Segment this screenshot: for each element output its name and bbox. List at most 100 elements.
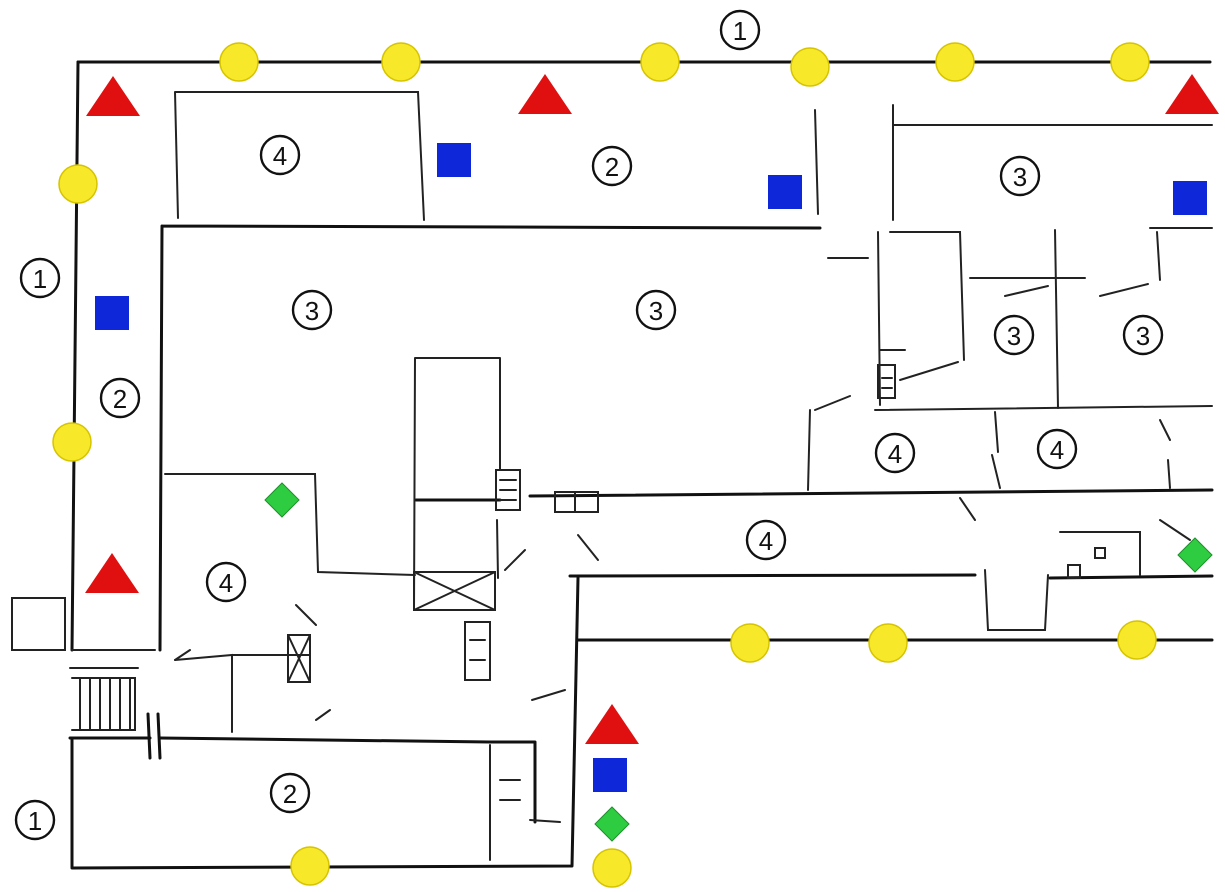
yellow-circle-icon (790, 47, 830, 87)
upper-right-room (889, 104, 1213, 361)
fixture-box-1 (495, 469, 521, 511)
right-small-rooms (1059, 519, 1191, 576)
zone-label-3: 3 (1122, 314, 1164, 356)
zone-label-circle (99, 377, 141, 419)
fixture-box-3 (464, 621, 491, 681)
zone-label-circle (993, 314, 1035, 356)
blue-square-icon (593, 758, 627, 792)
west-entry (11, 597, 156, 669)
zone-label-circle (19, 257, 61, 299)
zone-label-2: 2 (99, 377, 141, 419)
zone-label-4: 4 (874, 432, 916, 474)
zone-label-text: 4 (273, 141, 287, 171)
green-diamond-icon (594, 806, 630, 842)
zone-label-text: 3 (305, 296, 319, 326)
zone-label-1: 1 (14, 799, 56, 841)
yellow-circle-icon (381, 42, 421, 82)
zone-label-circle (14, 799, 56, 841)
red-triangle-icon (86, 76, 140, 116)
corridor-south-wall (568, 573, 1214, 580)
zone-label-text: 1 (733, 16, 747, 46)
yellow-circle-icon (290, 846, 330, 886)
zone-label-3: 3 (999, 155, 1041, 197)
zone-label-text: 3 (649, 296, 663, 326)
north-corridor-wall (158, 224, 822, 652)
zone-label-text: 4 (1050, 435, 1064, 465)
zone-label-4: 4 (205, 561, 247, 603)
red-triangle-icon (1165, 74, 1219, 114)
zone-label-text: 4 (759, 526, 773, 556)
green-diamond-icon (1177, 537, 1213, 573)
zone-label-text: 2 (605, 152, 619, 182)
zone-label-3: 3 (635, 289, 677, 331)
zone-label-4: 4 (1036, 428, 1078, 470)
zone-label-3: 3 (993, 314, 1035, 356)
left-room-divider (827, 231, 1213, 411)
red-triangle-icon (585, 704, 639, 744)
zone-label-circle (591, 145, 633, 187)
fixture-box-2 (554, 491, 599, 513)
top-partition (814, 109, 819, 215)
small-rooms (899, 229, 1161, 409)
green-diamond-icon (264, 482, 300, 518)
zone-label-circle (269, 772, 311, 814)
zone-label-text: 2 (283, 779, 297, 809)
zone-label-4: 4 (259, 134, 301, 176)
central-shaft (413, 357, 501, 611)
blue-square-icon (1173, 181, 1207, 215)
zone-label-1: 1 (719, 9, 761, 51)
zone-label-text: 1 (33, 264, 47, 294)
red-triangle-icon (518, 74, 572, 114)
zone-label-text: 4 (888, 439, 902, 469)
left-room-top (164, 473, 416, 576)
zone-label-text: 3 (1007, 321, 1021, 351)
zone-label-circle (205, 561, 247, 603)
zone-label-text: 3 (1013, 162, 1027, 192)
blue-square-icon (768, 175, 802, 209)
yellow-circle-icon (640, 42, 680, 82)
west-stairs (71, 677, 136, 731)
corridor-notch (959, 497, 1049, 631)
corridor-north-wall (414, 488, 1214, 502)
blue-square-icon (95, 296, 129, 330)
zone-label-3: 3 (291, 289, 333, 331)
stair-box (489, 744, 561, 861)
yellow-circle-icon (592, 848, 632, 888)
yellow-circle-icon (1117, 620, 1157, 660)
top-left-room-wall (174, 91, 425, 221)
south-room-top (158, 736, 537, 824)
zone-label-1: 1 (19, 257, 61, 299)
yellow-circle-icon (935, 42, 975, 82)
yellow-circle-icon (58, 164, 98, 204)
zone-label-text: 3 (1136, 321, 1150, 351)
zone-label-circle (745, 519, 787, 561)
door-swing-1 (174, 534, 599, 721)
zone-label-circle (1122, 314, 1164, 356)
zone-label-circle (259, 134, 301, 176)
zone-label-text: 4 (219, 568, 233, 598)
zone-label-circle (999, 155, 1041, 197)
left-room-lower (174, 634, 311, 733)
zone-labels: 1 1 1 2 2 2 3 3 3 3 3 4 4 4 4 4 (14, 9, 1164, 841)
zone4-row (807, 395, 1171, 491)
outer-wall-west (70, 60, 80, 652)
markers (52, 42, 1219, 888)
zone-label-circle (635, 289, 677, 331)
yellow-circle-icon (730, 623, 770, 663)
zone-label-2: 2 (269, 772, 311, 814)
yellow-circle-icon (868, 623, 908, 663)
fixture-box-4 (877, 349, 906, 399)
red-triangle-icon (85, 553, 139, 593)
zone-label-2: 2 (591, 145, 633, 187)
yellow-circle-icon (219, 42, 259, 82)
yellow-circle-icon (1110, 42, 1150, 82)
zone-label-circle (874, 432, 916, 474)
zone-label-circle (291, 289, 333, 331)
small-square-a (1067, 547, 1106, 579)
blue-square-icon (437, 143, 471, 177)
zone-label-text: 1 (28, 806, 42, 836)
zone-label-circle (1036, 428, 1078, 470)
zone-label-text: 2 (113, 384, 127, 414)
crossed-box (413, 571, 496, 611)
